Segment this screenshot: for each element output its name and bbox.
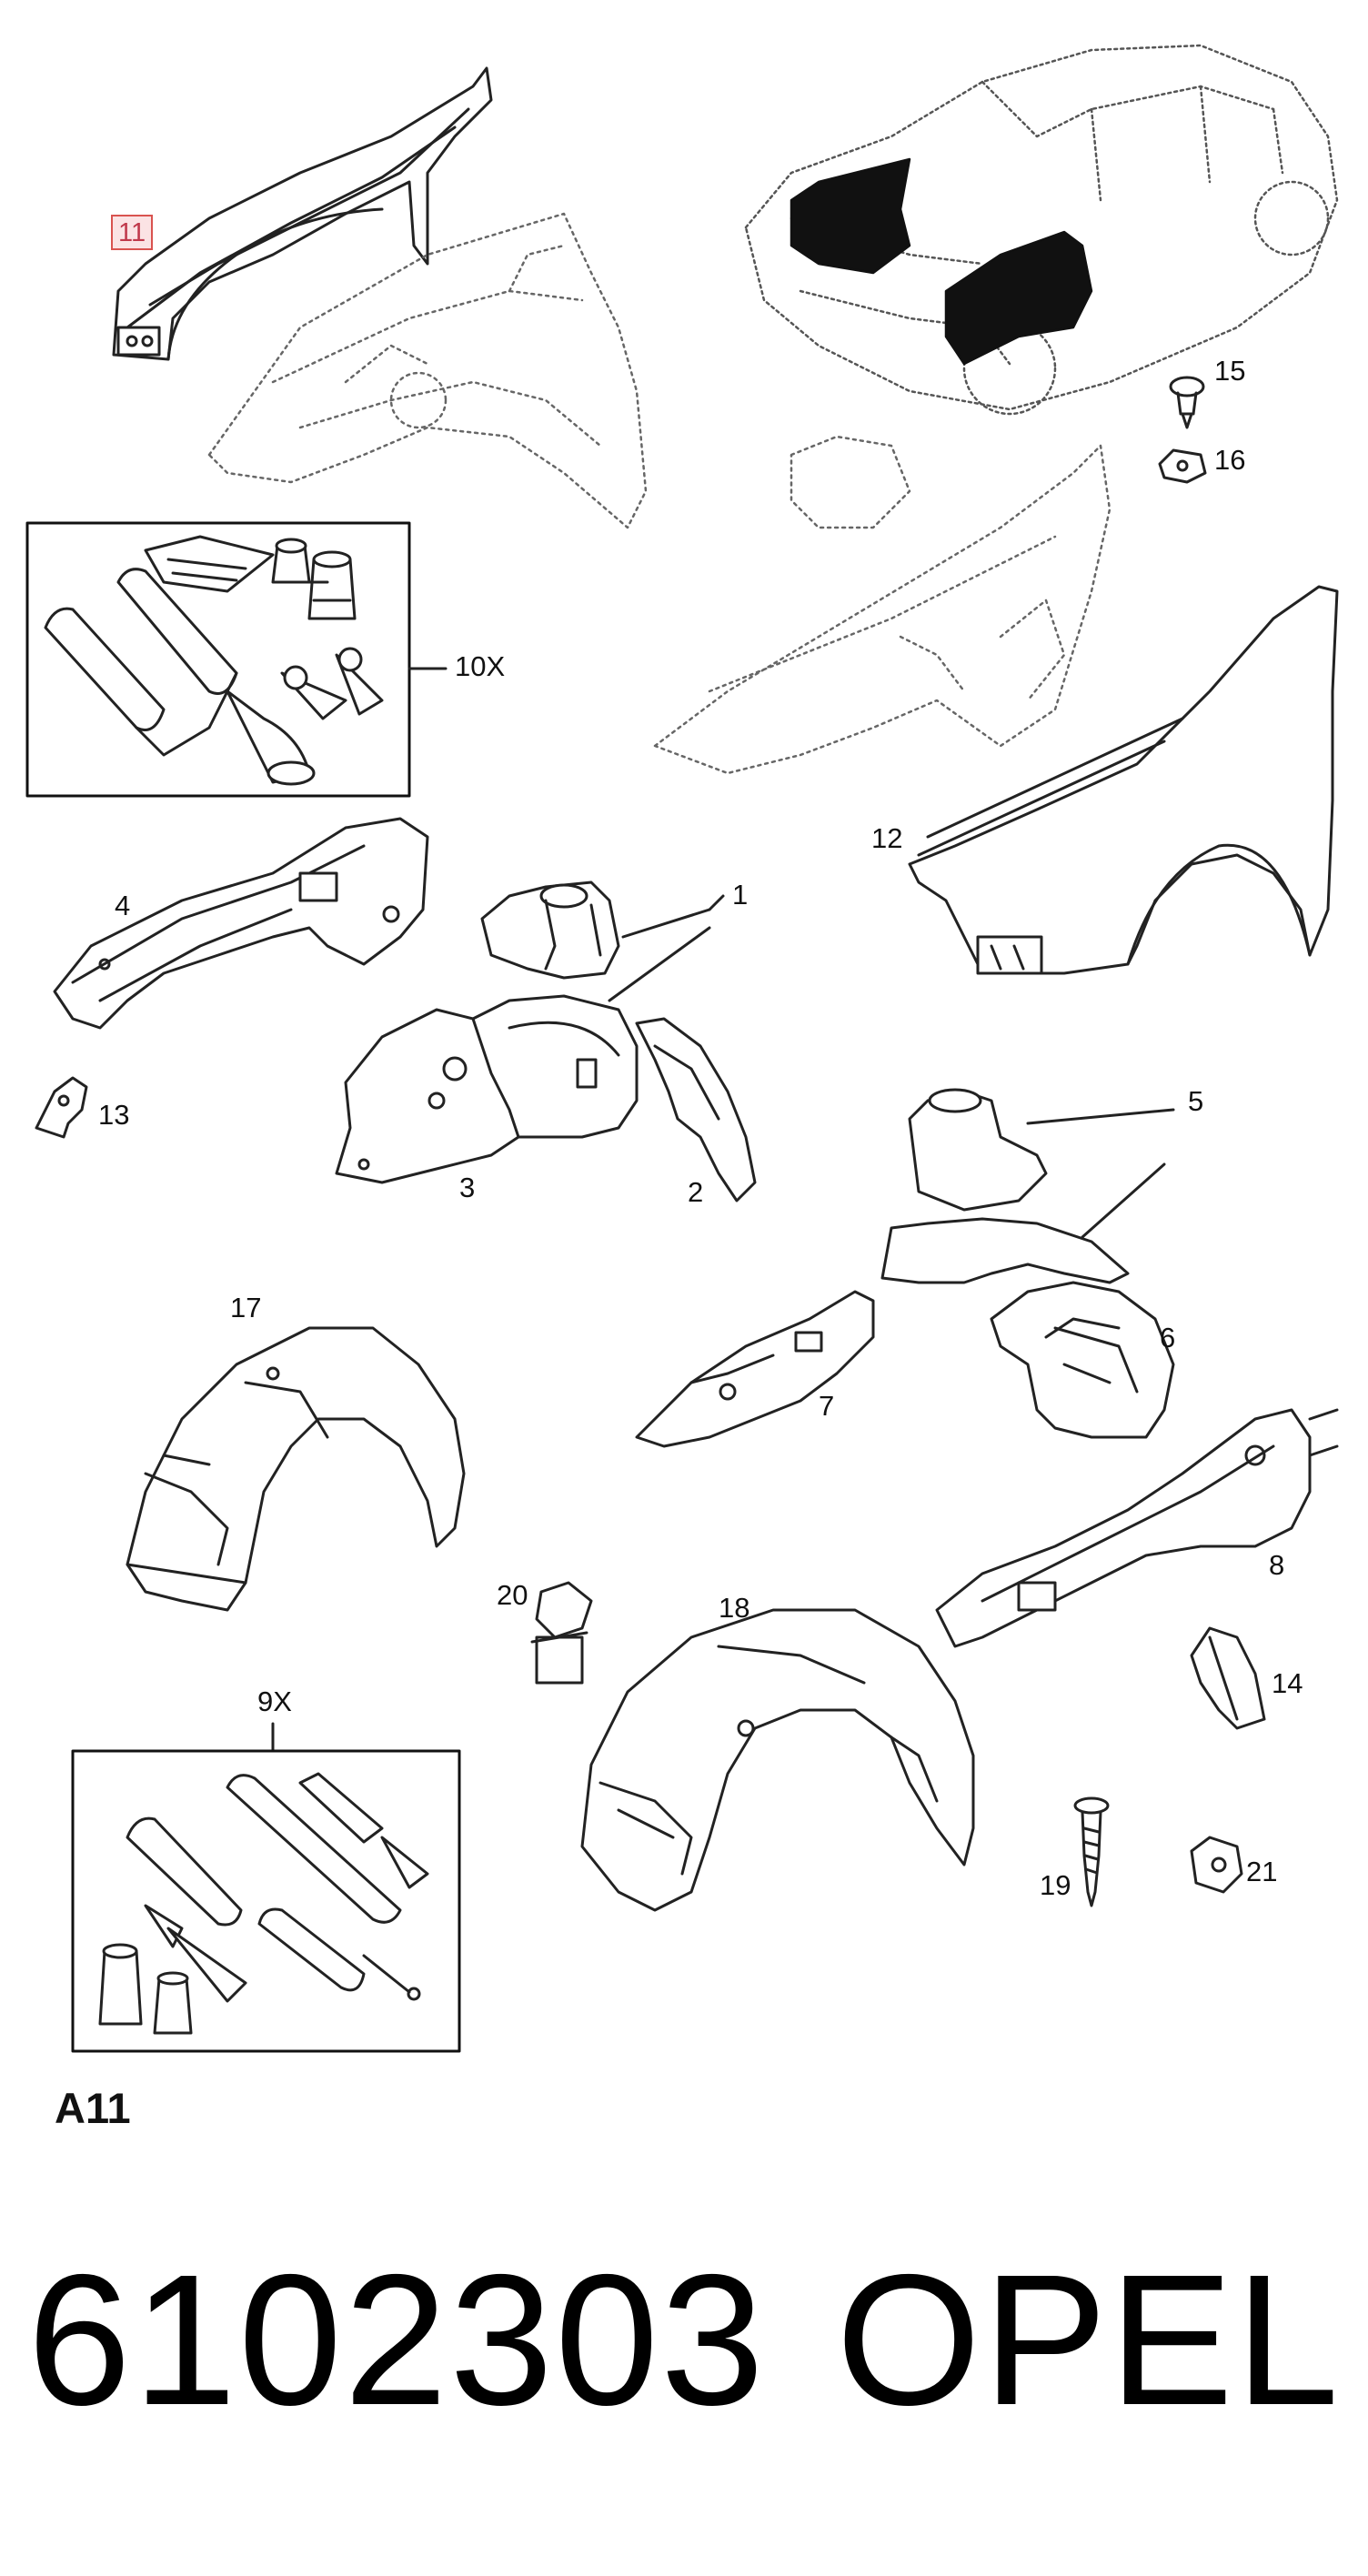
kit-10x-box [25, 521, 448, 798]
part-7-member [635, 1290, 875, 1448]
part-4-panel [53, 817, 429, 1030]
part-1-shock-tower [480, 880, 725, 1002]
part-16-clip [1158, 448, 1207, 484]
part-8-frame-rail [935, 1408, 1339, 1648]
part-15-bolt [1169, 376, 1205, 429]
parts-diagram [25, 44, 1339, 2053]
callout-14: 14 [1272, 1667, 1303, 1699]
callout-11: 11 [111, 215, 154, 251]
callout-1: 1 [732, 879, 749, 911]
section-code: A11 [55, 2084, 131, 2132]
callout-13: 13 [98, 1099, 130, 1131]
kit-9x-box [71, 1722, 461, 2053]
part-3-wheelhouse [335, 994, 639, 1184]
callout-3: 3 [459, 1172, 476, 1203]
part-5-shock-tower [880, 1088, 1175, 1284]
callout-20: 20 [497, 1579, 528, 1611]
callout-15: 15 [1214, 355, 1246, 387]
callout-19: 19 [1040, 1869, 1071, 1901]
part-number: 6102303 [27, 2236, 767, 2444]
part-14-bracket [1190, 1626, 1266, 1730]
car-overview [744, 44, 1339, 416]
part-19-screw [1073, 1796, 1110, 1907]
part-11-fender-rail [112, 66, 493, 361]
callout-18: 18 [719, 1592, 750, 1624]
part-13-bracket [35, 1076, 88, 1139]
callout-17: 17 [230, 1292, 262, 1323]
part-17-liner [126, 1326, 466, 1612]
part-12-fender [908, 585, 1339, 975]
callout-10x: 10X [455, 650, 506, 682]
callout-9x: 9X [257, 1685, 292, 1717]
callout-21: 21 [1246, 1856, 1278, 1887]
callout-8: 8 [1269, 1549, 1285, 1581]
callout-4: 4 [115, 890, 131, 921]
callout-7: 7 [819, 1390, 835, 1422]
part-2-arch [635, 1017, 757, 1202]
brand-name: OPEL [836, 2236, 1341, 2444]
part-6-arch [990, 1281, 1175, 1439]
callout-2: 2 [688, 1176, 704, 1208]
callout-12: 12 [871, 822, 903, 854]
part-18-liner [580, 1608, 975, 1912]
callout-16: 16 [1214, 444, 1246, 476]
callout-5: 5 [1188, 1085, 1204, 1117]
ghost-wheelhouse-top [207, 212, 648, 529]
callout-6: 6 [1160, 1322, 1176, 1353]
part-20-clip [530, 1581, 593, 1685]
part-21-nut [1190, 1836, 1243, 1894]
ghost-frame-rail [653, 435, 1112, 775]
